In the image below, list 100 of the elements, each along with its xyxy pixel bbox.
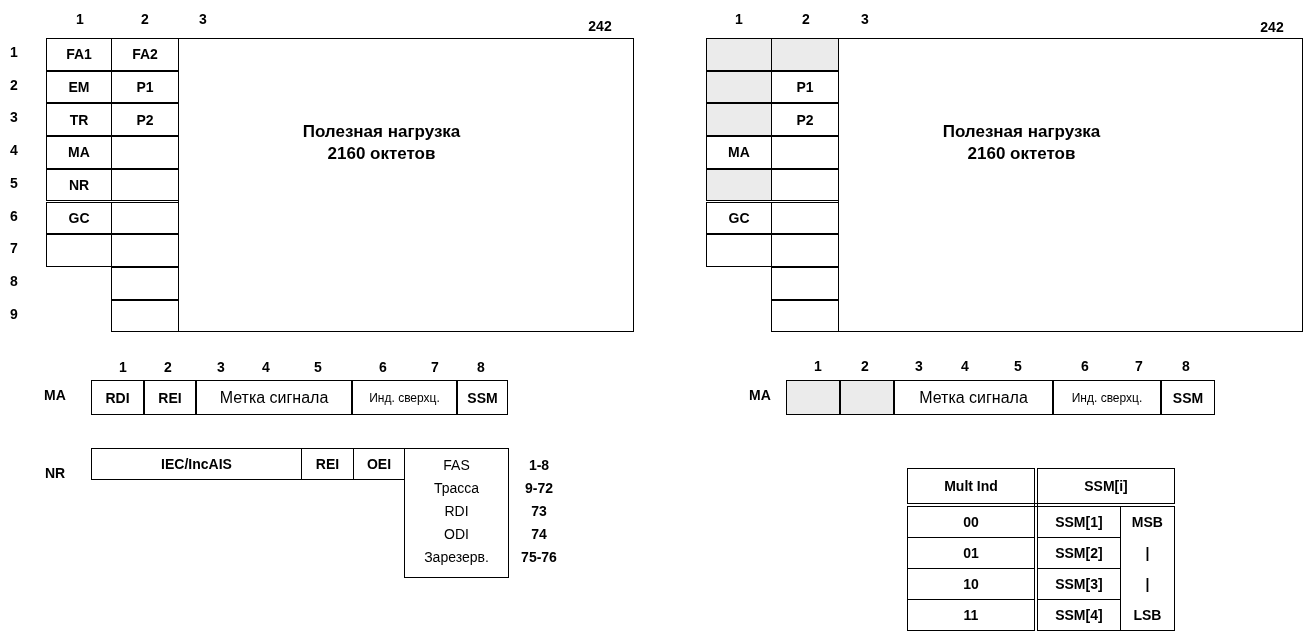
shaded-cell: [771, 38, 839, 71]
column-number: 242: [1260, 19, 1284, 35]
row-label: MA: [44, 387, 66, 403]
field-name: ODI: [444, 525, 469, 544]
field-cell: MA: [706, 136, 772, 169]
bit-number: 1: [814, 358, 822, 374]
bit-range: 73: [531, 503, 547, 519]
empty-cell: [111, 299, 179, 333]
field-name: Зарезерв.: [424, 548, 489, 567]
field-cell: P1: [111, 70, 179, 104]
bit-number: 5: [1014, 358, 1022, 374]
bit-number: 3: [217, 359, 225, 375]
table-cell: MSB: [1120, 505, 1175, 538]
row-number: 1: [10, 44, 18, 60]
empty-cell: [706, 234, 772, 267]
field-name: FAS: [443, 456, 470, 475]
field-cell: NR: [46, 168, 112, 202]
empty-cell: [111, 168, 179, 202]
field-cell: SSM: [457, 380, 508, 415]
field-cell: OEI: [353, 448, 405, 480]
column-number: 242: [588, 18, 612, 34]
field-cell: REI: [144, 380, 196, 415]
empty-cell: [111, 136, 179, 169]
table-cell: SSM[2]: [1036, 537, 1121, 569]
field-cell: RDI: [91, 380, 144, 415]
row-label: NR: [44, 465, 66, 481]
empty-cell: [771, 136, 839, 169]
field-cell: GC: [706, 201, 772, 235]
payload-area: [178, 38, 634, 332]
empty-cell: [111, 266, 179, 300]
table-cell: LSB: [1120, 599, 1175, 631]
empty-cell: [111, 201, 179, 235]
table-cell: 01: [907, 537, 1036, 569]
column-number: 3: [861, 11, 869, 27]
column-number: 1: [735, 11, 743, 27]
payload-text: Полезная нагрузка 2160 октетов: [301, 121, 462, 165]
field-cell: Инд. сверхц.: [1053, 380, 1161, 415]
bit-number: 5: [314, 359, 322, 375]
bit-number: 2: [861, 358, 869, 374]
shaded-cell: [706, 168, 772, 202]
field-cell: Метка сигнала: [894, 380, 1053, 415]
column-number: 2: [141, 11, 149, 27]
bit-number: 3: [915, 358, 923, 374]
row-number: 4: [10, 142, 18, 159]
bit-number: 7: [431, 359, 439, 375]
bit-number: 2: [164, 359, 172, 375]
field-cell: REI: [301, 448, 354, 480]
table-cell: SSM[1]: [1036, 505, 1121, 538]
field-cell: Метка сигнала: [196, 380, 352, 415]
field-cell: P1: [771, 70, 839, 104]
table-cell: 10: [907, 568, 1036, 600]
field-list-box: [404, 448, 509, 578]
field-cell: SSM: [1161, 380, 1215, 415]
row-number: 8: [10, 272, 18, 289]
bit-range: 75-76: [521, 549, 557, 565]
empty-cell: [111, 234, 179, 267]
bit-number: 4: [961, 358, 969, 374]
row-number: 7: [10, 240, 18, 257]
row-label: MA: [749, 387, 771, 403]
bit-number: 8: [477, 359, 485, 375]
table-header: SSM[i]: [1036, 468, 1175, 505]
field-cell: P2: [111, 103, 179, 137]
shaded-cell: [706, 70, 772, 104]
table-cell: |: [1120, 537, 1175, 569]
field-name: Трасса: [433, 479, 480, 498]
bit-range: 9-72: [525, 480, 553, 496]
field-cell: Инд. сверхц.: [352, 380, 457, 415]
field-cell: P2: [771, 103, 839, 137]
column-number: 1: [76, 11, 84, 27]
empty-cell: [46, 234, 112, 267]
bit-number: 1: [119, 359, 127, 375]
field-cell: EM: [46, 70, 112, 104]
table-cell: 00: [907, 505, 1036, 538]
shaded-cell: [840, 380, 894, 415]
row-number: 6: [10, 207, 18, 224]
bit-range: 74: [531, 526, 547, 542]
field-cell: FA1: [46, 38, 112, 71]
row-number: 2: [10, 76, 18, 93]
table-cell: SSM[4]: [1036, 599, 1121, 631]
column-number: 3: [199, 11, 207, 27]
shaded-cell: [786, 380, 840, 415]
field-cell: MA: [46, 136, 112, 169]
empty-cell: [771, 266, 839, 300]
empty-cell: [771, 299, 839, 333]
empty-cell: [771, 201, 839, 235]
column-number: 2: [802, 11, 810, 27]
shaded-cell: [706, 103, 772, 137]
field-cell: TR: [46, 103, 112, 137]
field-cell: FA2: [111, 38, 179, 71]
field-name: RDI: [444, 502, 469, 521]
bit-number: 7: [1135, 358, 1143, 374]
table-cell: SSM[3]: [1036, 568, 1121, 600]
bit-number: 6: [1081, 358, 1089, 374]
bit-number: 8: [1182, 358, 1190, 374]
payload-area: [838, 38, 1303, 332]
table-header: Mult Ind: [907, 468, 1036, 505]
bit-number: 4: [262, 359, 270, 375]
table-cell: 11: [907, 599, 1036, 631]
empty-cell: [771, 234, 839, 267]
shaded-cell: [706, 38, 772, 71]
